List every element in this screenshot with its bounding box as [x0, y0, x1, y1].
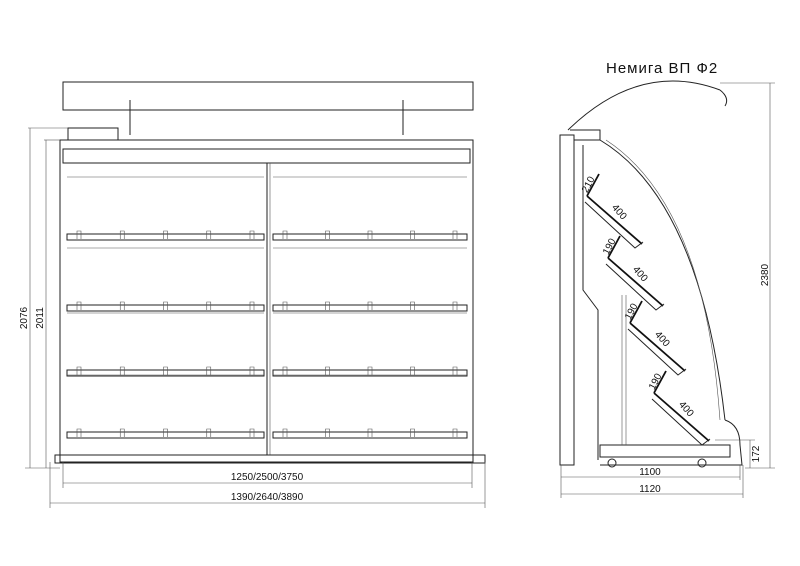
back-wall [559, 134, 575, 466]
base [54, 454, 486, 464]
top-panel [62, 148, 471, 164]
canopy-arc [567, 80, 721, 131]
front-view [25, 81, 486, 508]
front-glass [599, 139, 726, 421]
shelf [272, 233, 468, 241]
side-height-label: 2380 [760, 263, 771, 286]
shelf [66, 431, 265, 439]
cabinet-body [59, 139, 474, 463]
front-height-body-label: 2011 [35, 307, 46, 329]
side-shelves [584, 173, 711, 446]
lamp [719, 89, 728, 107]
shelf-gap-label: 190 [623, 301, 641, 321]
shelf [66, 369, 265, 377]
side-view [559, 80, 775, 498]
front-height-total-label: 2076 [19, 306, 30, 329]
side-base [599, 444, 731, 458]
side-shelf [627, 328, 687, 376]
shelf-depth-label: 400 [676, 399, 696, 419]
shelf-depth-dim [586, 195, 643, 245]
side-shelf [605, 263, 665, 311]
front-shelves [66, 176, 468, 439]
compressor-unit [67, 127, 119, 141]
shelf-depth-label: 400 [652, 329, 672, 349]
canopy [62, 81, 474, 111]
shelf-depth-label: 400 [609, 202, 629, 222]
side-depth-inner-label: 1100 [639, 467, 661, 478]
base-height-label: 172 [751, 445, 762, 462]
shelf [272, 369, 468, 377]
shelf [272, 431, 468, 439]
shelf-depth-dim [629, 322, 686, 372]
front-width-outer-label: 1390/2640/3890 [231, 492, 304, 503]
shelf-depth-label: 400 [630, 264, 650, 284]
shelf [66, 233, 265, 241]
model-title: Немига ВП Ф2 [606, 60, 718, 77]
shelf-depth-dim [653, 392, 710, 442]
shelf-gap-label: 190 [647, 371, 665, 391]
side-shelf [651, 398, 711, 446]
shelf-depth-dim [607, 257, 664, 307]
shelf [66, 304, 265, 312]
front-width-inner-label: 1250/2500/3750 [231, 472, 304, 483]
shelf-gap-label: 190 [601, 236, 619, 256]
shelf [272, 304, 468, 312]
side-depth-outer-label: 1120 [639, 484, 661, 495]
side-shelf [584, 201, 644, 249]
